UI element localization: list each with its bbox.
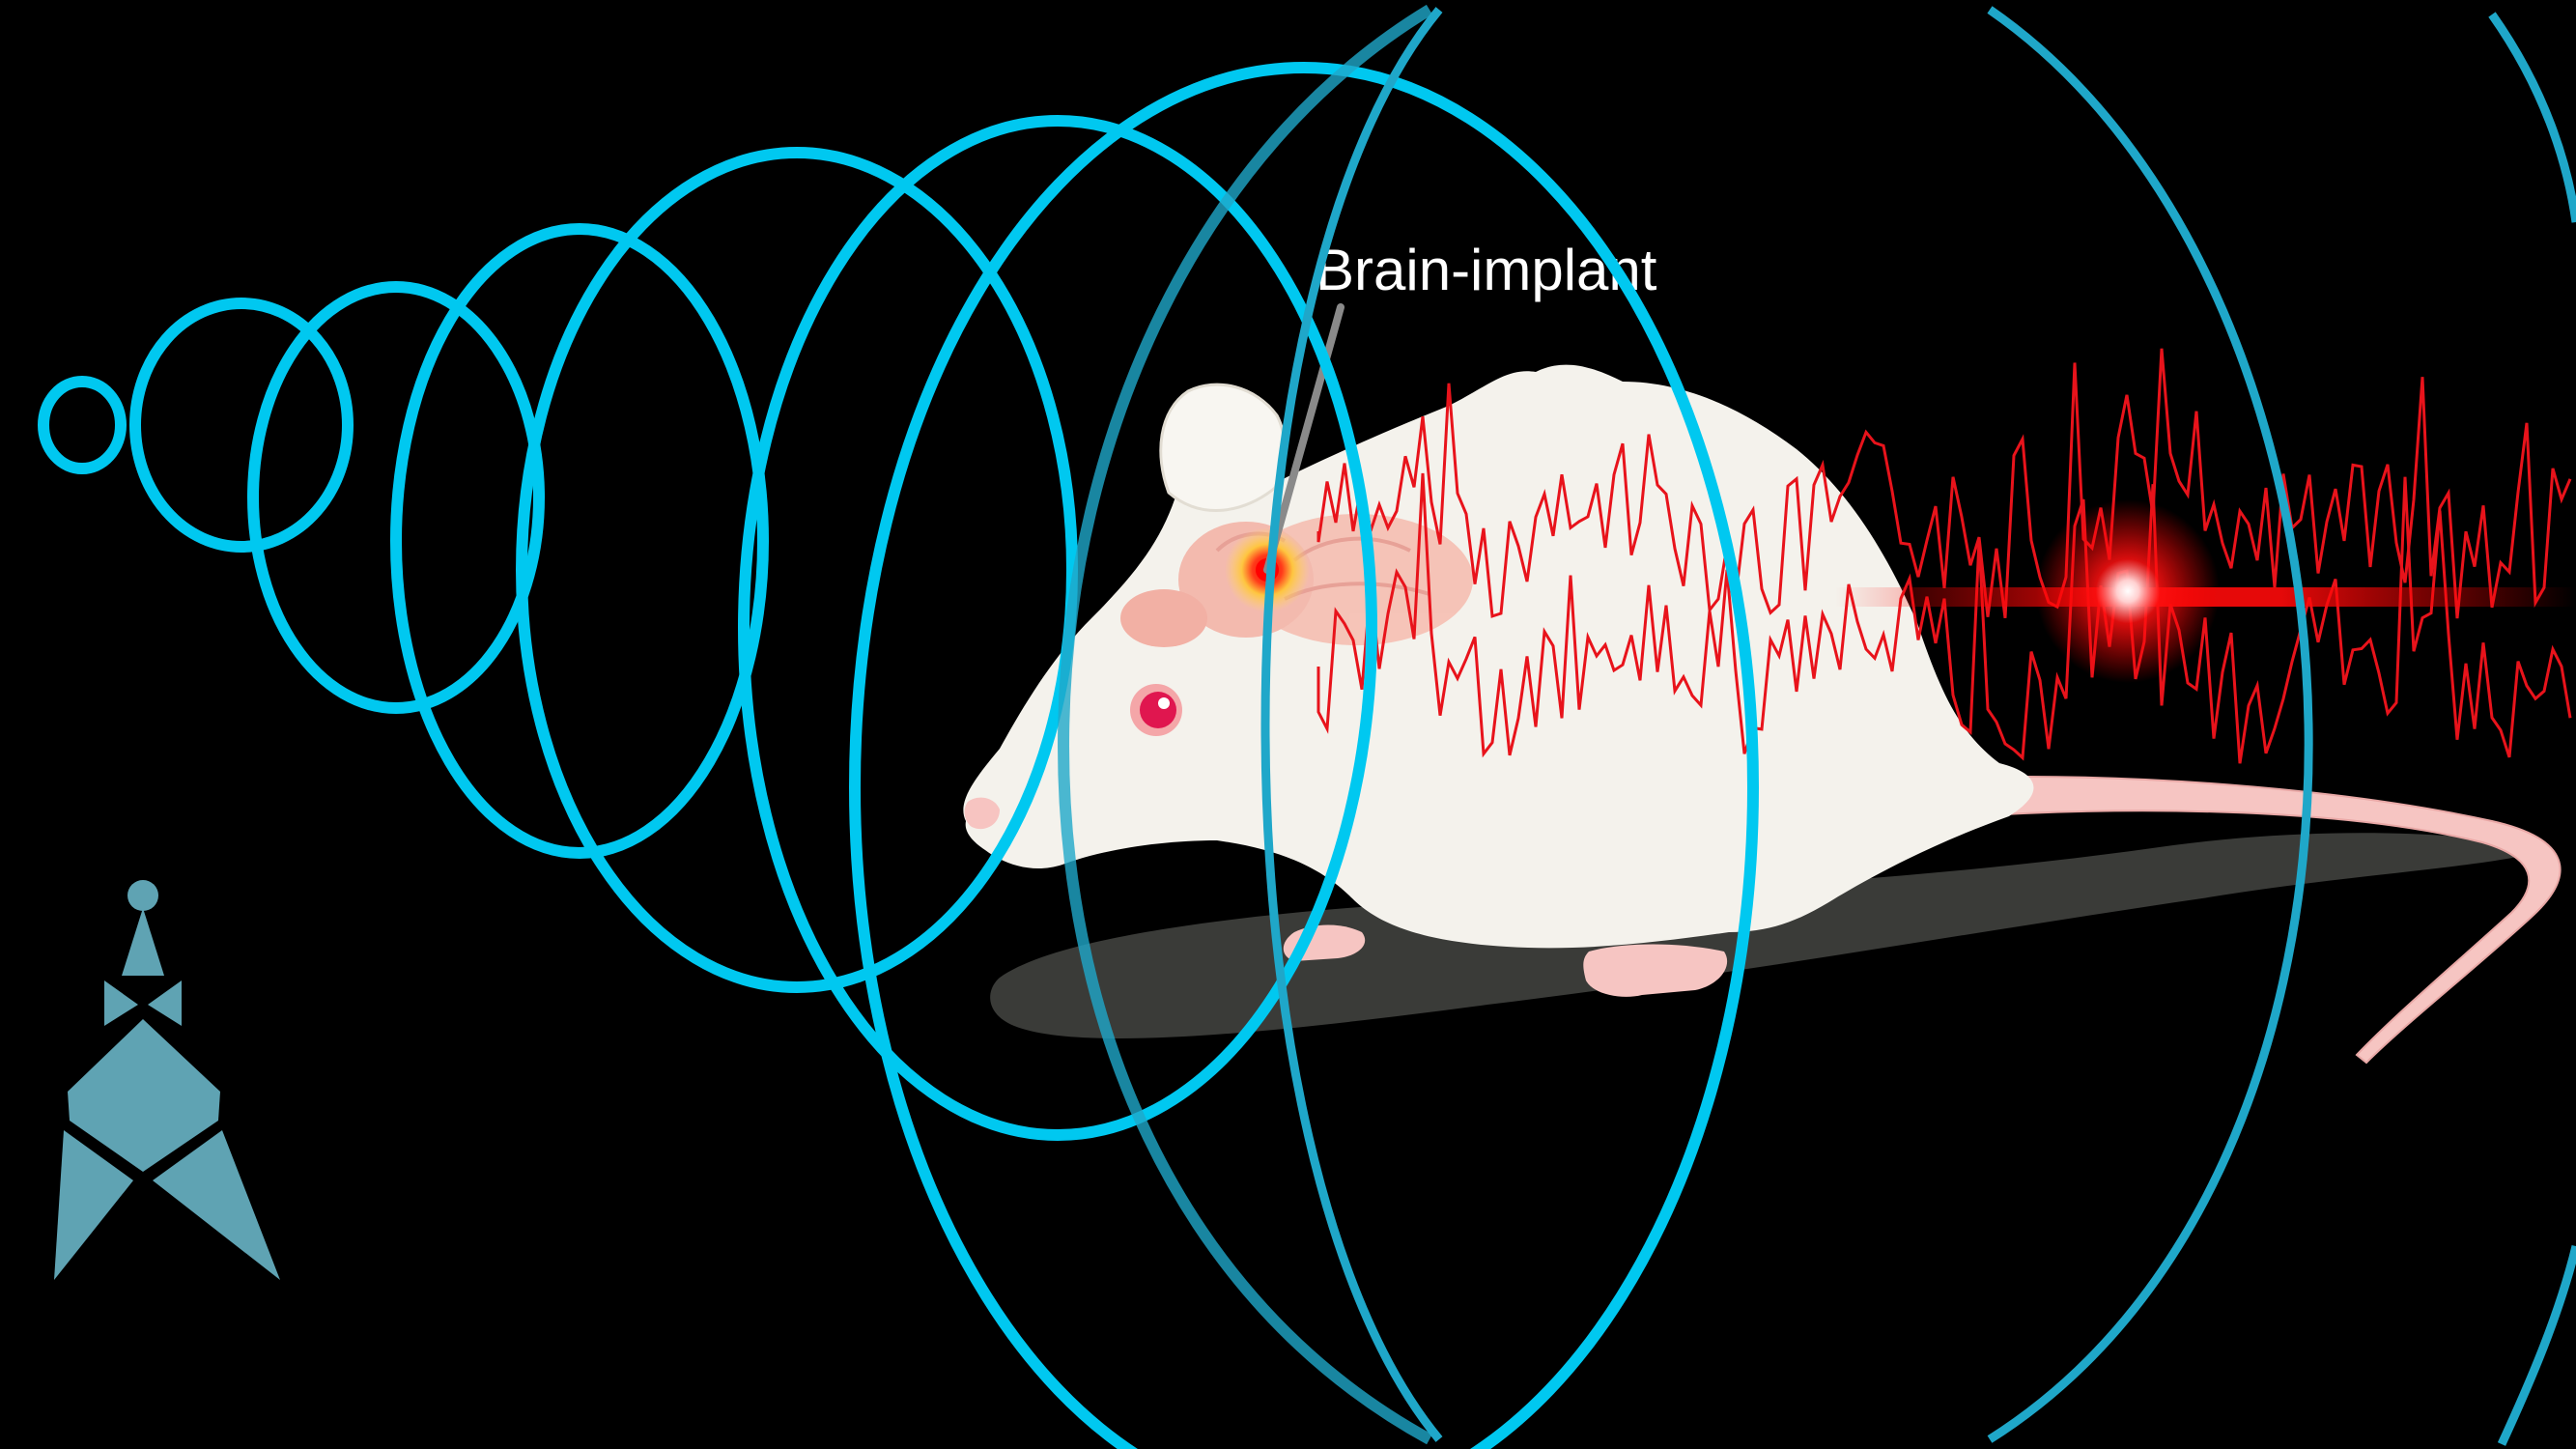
outer-arc-1 (1260, 7, 1443, 1442)
mouse-eye (1130, 684, 1182, 736)
mouse-shadow (990, 833, 2550, 1038)
eeg-trace-2 (1316, 472, 2572, 764)
signal-ring-3 (247, 281, 545, 714)
mouse-hind-paw (1583, 944, 1728, 997)
signal-ring-7 (849, 62, 1759, 1449)
outer-arc-3 (2488, 12, 2576, 223)
signal-ring-1 (38, 376, 127, 474)
signal-ring-2 (129, 298, 354, 553)
signal-ring-6 (738, 115, 1377, 1141)
eeg-traces (1316, 348, 2572, 764)
signal-rings (38, 4, 1759, 1449)
signal-ring-4 (390, 223, 769, 859)
outer-arc-2 (1987, 6, 2313, 1443)
signal-ring-5 (516, 147, 1078, 993)
antenna-tower-icon (54, 880, 280, 1280)
eeg-trace-1 (1316, 348, 2572, 619)
mouse-nose (964, 797, 1000, 830)
outer-arc-4 (2497, 1244, 2576, 1446)
implant-pointer-line (1263, 303, 1345, 574)
signal-flare (1835, 499, 2576, 683)
outer-signal-arcs (1260, 6, 2576, 1446)
mouse-ear (1159, 383, 1287, 512)
signal-ring-8 (1058, 4, 1433, 1445)
